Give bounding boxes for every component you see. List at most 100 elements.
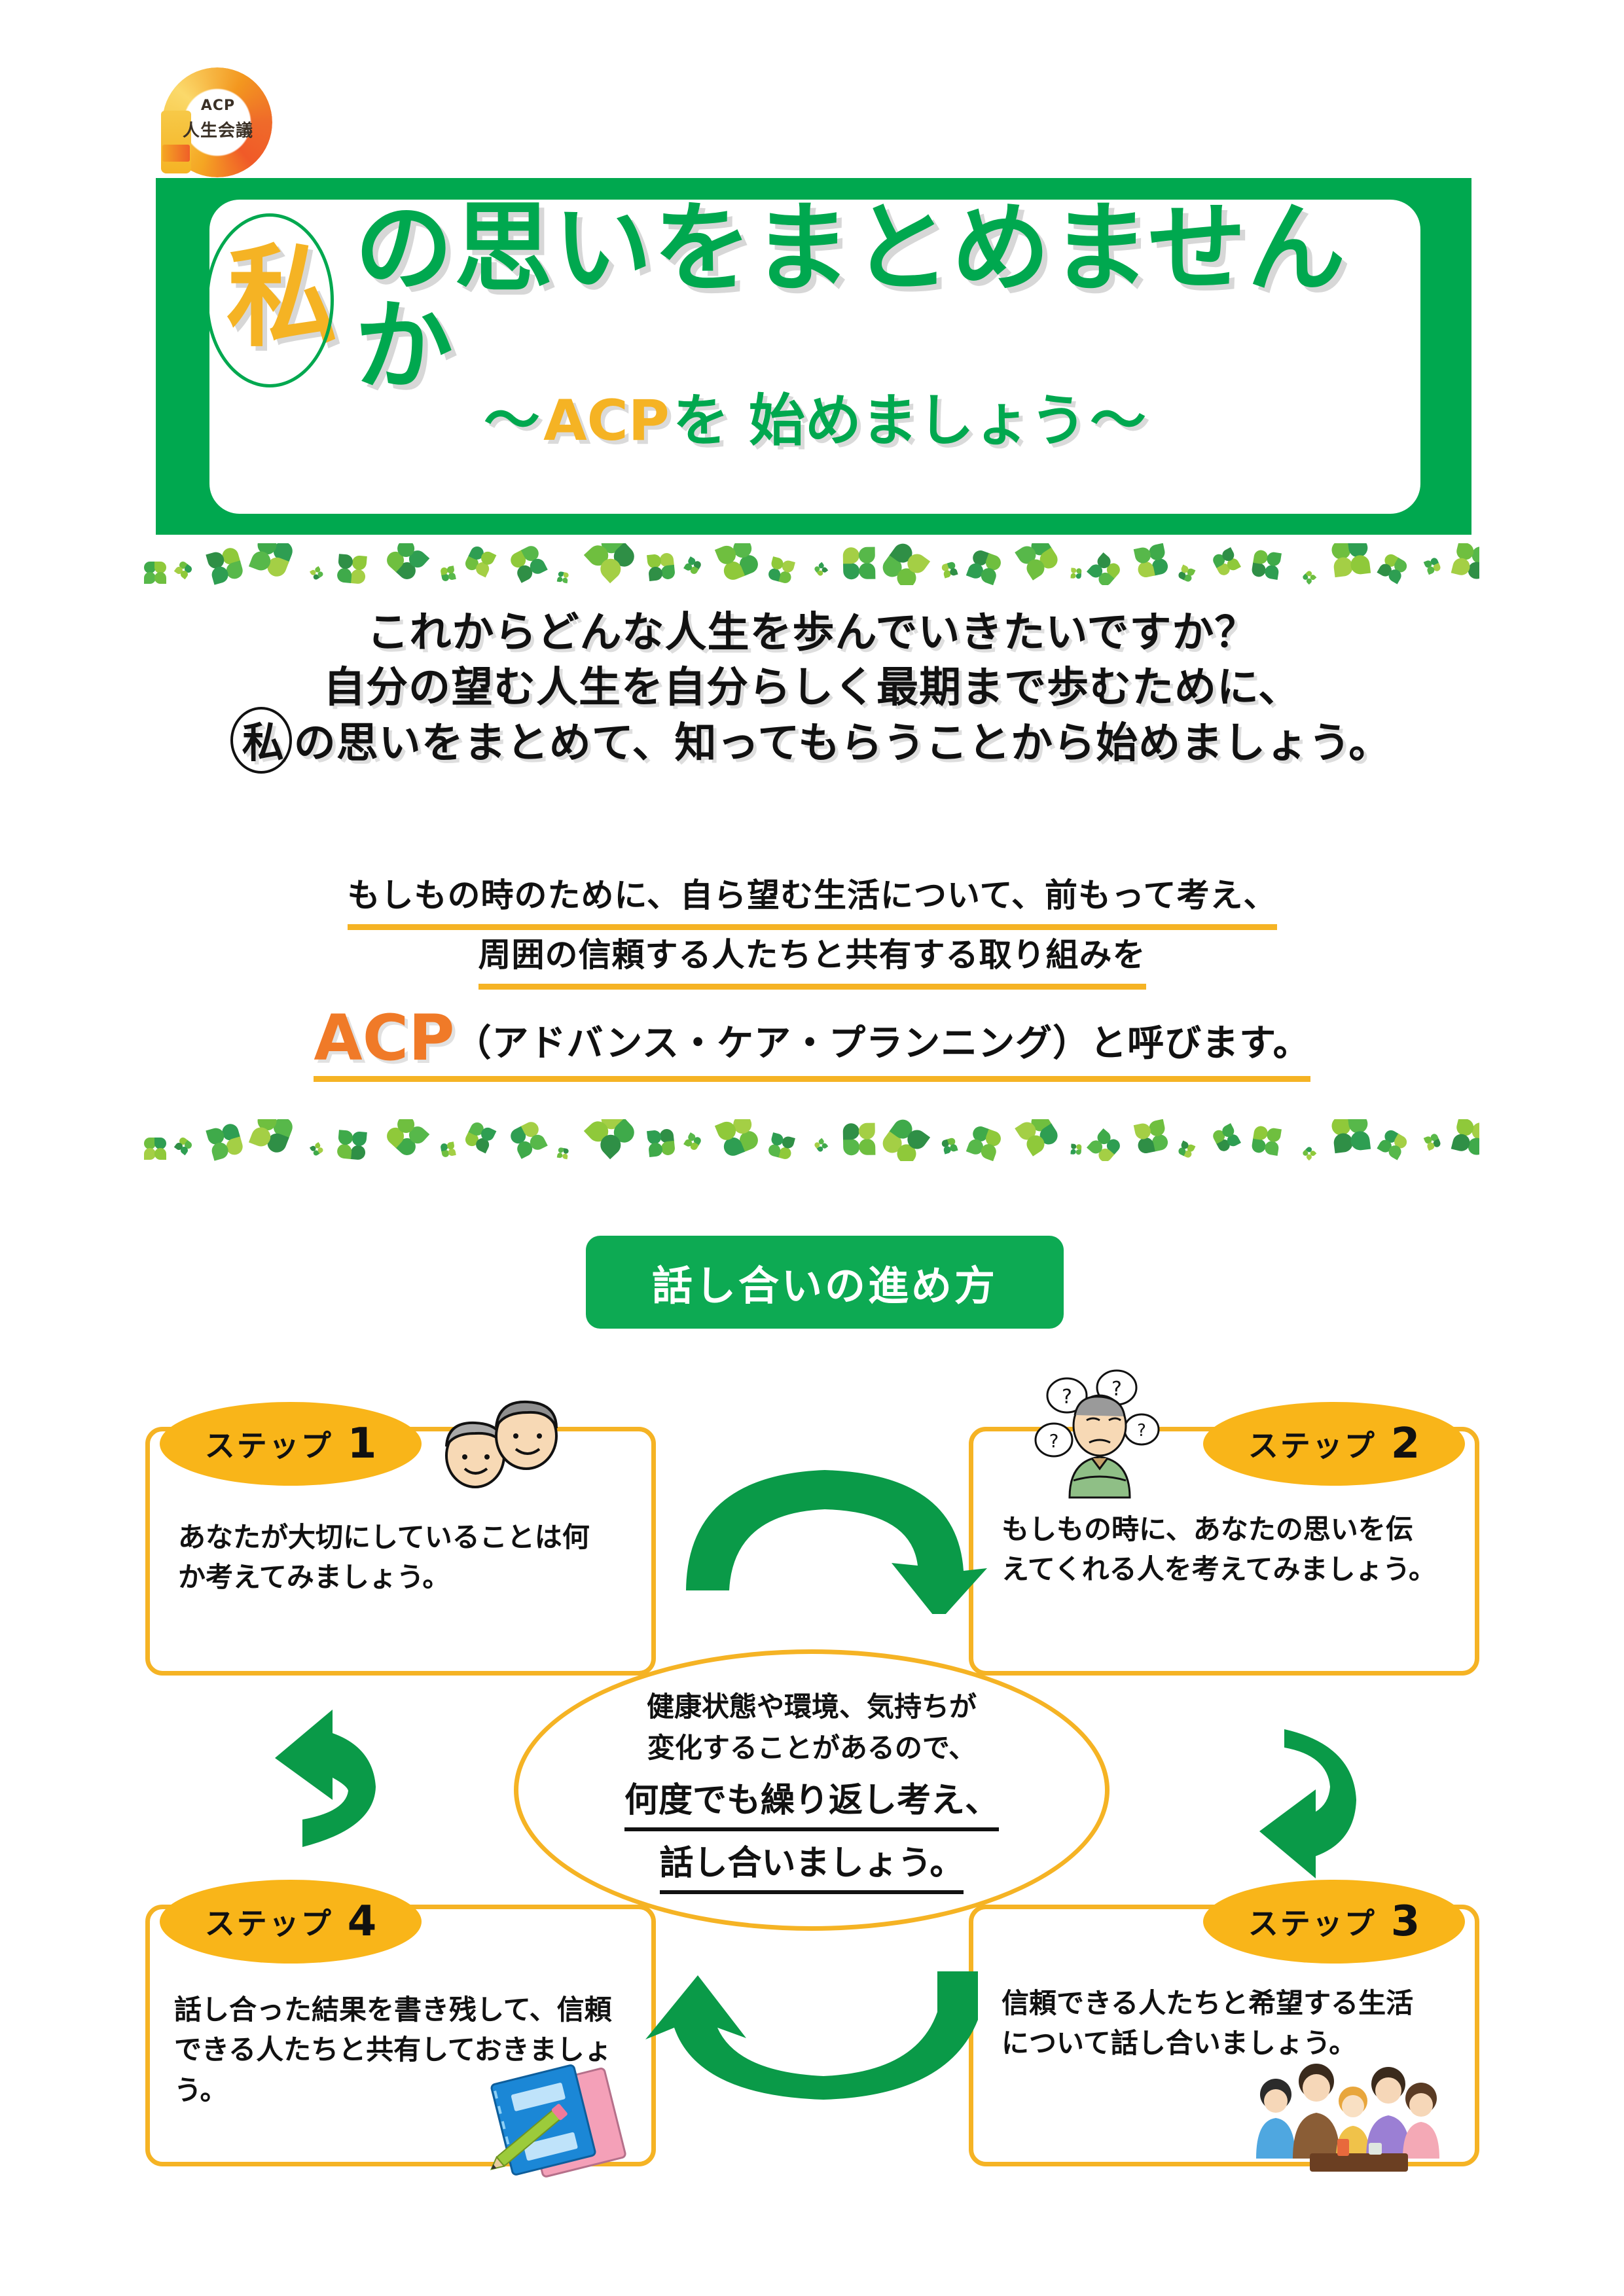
step-badge-4-label: ステップ xyxy=(204,1906,333,1941)
intro-paragraph: これからどんな人生を歩んでいきたいですか？ 自分の望む人生を自分らしく最期まで歩… xyxy=(0,605,1624,774)
clover-icon xyxy=(463,544,497,578)
clover-icon xyxy=(1301,569,1317,585)
intro-line-3-rest: の思いをまとめて、知ってもらうことから始めましょう。 xyxy=(293,719,1392,768)
title-circled-watashi: 私 xyxy=(205,213,355,387)
clover-icon xyxy=(463,1120,497,1154)
clover-icon xyxy=(1070,567,1082,579)
clover-icon xyxy=(206,546,245,585)
clover-icon xyxy=(1423,556,1442,575)
acp-def-line-1-wrap: もしもの時のために、自ら望む生活について、前もって考え、 xyxy=(0,870,1624,930)
step-text-3: 信頼できる人たちと希望する生活について話し合いましょう。 xyxy=(1001,1987,1414,2060)
clover-icon xyxy=(309,565,325,581)
svg-text:?: ? xyxy=(1137,1421,1146,1441)
clover-icon xyxy=(1330,543,1371,578)
subtitle-prefix: ～ xyxy=(484,388,541,454)
clover-icon xyxy=(1086,1128,1123,1161)
acp-def-line-2-wrap: 周囲の信頼する人たちと共有する取り組みを xyxy=(0,930,1624,990)
clover-icon xyxy=(144,562,166,584)
arrow-step3-to-step4 xyxy=(645,1971,978,2100)
clover-icon xyxy=(583,1119,639,1160)
clover-icon xyxy=(1133,543,1170,579)
clover-icon xyxy=(965,1124,1003,1161)
step-text-4: 話し合った結果を書き残して、信頼できる人たちと共有しておきましょう。 xyxy=(174,1994,612,2106)
step-badge-4: ステップ 4 xyxy=(160,1880,422,1964)
clover-icon xyxy=(647,552,676,581)
step-badge-3-number: 3 xyxy=(1390,1897,1420,1946)
clover-icon xyxy=(714,1119,761,1159)
logo-acp-text: ACP xyxy=(200,98,236,114)
logo-tail-icon xyxy=(161,111,191,173)
clover-icon xyxy=(813,562,829,577)
elderly-couple-faces-icon xyxy=(445,1400,558,1488)
clover-divider-bottom xyxy=(144,1119,1479,1161)
clover-icon xyxy=(440,1141,456,1158)
clover-icon xyxy=(556,571,569,584)
intro-line-1: これからどんな人生を歩んでいきたいですか？ xyxy=(367,609,1257,657)
acp-def-line-2: 周囲の信頼する人たちと共有する取り組みを xyxy=(478,930,1146,990)
step-badge-2: ステップ 2 xyxy=(1203,1402,1465,1486)
step-badge-1-label: ステップ xyxy=(204,1428,333,1463)
clover-icon xyxy=(1451,1119,1479,1157)
acp-label: ACP xyxy=(314,1001,455,1075)
title-rest: の思いをまとめませんか xyxy=(355,192,1347,404)
family-meeting-icon xyxy=(1256,2064,1439,2172)
clover-icon xyxy=(878,543,931,585)
header-white-card xyxy=(209,200,1420,514)
subtitle-acp: ACP xyxy=(543,388,670,454)
acp-label-underline: ACP（アドバンス・ケア・プランニング）と呼びます。 xyxy=(314,1007,1310,1082)
step-badge-1-number: 1 xyxy=(347,1420,377,1468)
clover-icon xyxy=(206,1122,245,1161)
clover-icon xyxy=(336,1130,367,1160)
section-heading-discussion-steps: 話し合いの進め方 xyxy=(586,1236,1064,1329)
clover-icon xyxy=(1211,1123,1241,1153)
center-emph-line-1: 何度でも繰り返し考え、 xyxy=(624,1775,999,1831)
clover-icon xyxy=(1251,1125,1282,1156)
page-subtitle: ～ ACP を 始めましょう ～ xyxy=(209,393,1420,449)
clover-icon xyxy=(173,560,194,580)
clover-icon xyxy=(1177,564,1196,583)
logo-jinsei-kaigi-text: 人生会議 xyxy=(182,121,253,141)
clover-icon xyxy=(842,1122,876,1156)
step-badge-2-label: ステップ xyxy=(1248,1428,1377,1463)
clover-icon xyxy=(842,547,876,580)
clover-icon xyxy=(647,1128,676,1157)
clover-icon xyxy=(683,1132,702,1151)
acp-expansion: （アドバンス・ケア・プランニング）と呼びます。 xyxy=(454,1022,1310,1065)
center-note-line-2: 変化することがあるので、 xyxy=(647,1732,977,1764)
clover-icon xyxy=(336,554,367,584)
arrow-step1-to-step2 xyxy=(686,1470,987,1614)
clover-icon xyxy=(1423,1132,1442,1151)
subtitle-suffix: ～ xyxy=(1089,388,1146,454)
clover-icon xyxy=(440,565,456,582)
svg-text:?: ? xyxy=(1062,1386,1072,1408)
clover-icon xyxy=(878,1119,931,1161)
step-badge-1: ステップ 1 xyxy=(160,1402,422,1486)
thinking-man-question-marks-icon: ? ? ? ? xyxy=(1034,1369,1160,1499)
cycle-center-note: 健康状態や環境、気持ちが 変化することがあるので、 何度でも繰り返し考え、 話し… xyxy=(514,1649,1110,1931)
clover-icon xyxy=(309,1141,325,1157)
clover-icon xyxy=(941,1137,958,1155)
notebook-pencil-icon xyxy=(490,2064,626,2178)
arrow-step4-to-step1 xyxy=(275,1710,376,1886)
step-badge-3-label: ステップ xyxy=(1248,1906,1377,1941)
section-heading-label: 話し合いの進め方 xyxy=(651,1262,998,1310)
clover-icon xyxy=(508,1119,548,1159)
clover-icon xyxy=(1377,1128,1409,1160)
clover-icon xyxy=(1251,549,1282,580)
clover-divider-top xyxy=(144,543,1479,585)
step-badge-3: ステップ 3 xyxy=(1203,1880,1465,1964)
clover-icon xyxy=(1133,1119,1170,1155)
center-note-line-1: 健康状態や環境、気持ちが xyxy=(646,1691,977,1723)
clover-icon xyxy=(1015,543,1061,581)
clover-icon xyxy=(556,1147,569,1160)
center-emph-line-2: 話し合いましょう。 xyxy=(659,1838,964,1894)
acp-jinsei-kaigi-logo: ACP 人生会議 xyxy=(156,62,280,187)
subtitle-mid: を 始めましょう xyxy=(672,388,1087,454)
clover-icon xyxy=(683,556,702,575)
clover-icon xyxy=(1015,1119,1061,1157)
page-title: 私 の思いをまとめませんか xyxy=(205,200,1420,396)
acp-definition-block: もしもの時のために、自ら望む生活について、前もって考え、 周囲の信頼する人たちと… xyxy=(0,870,1624,1082)
clover-icon xyxy=(1451,543,1479,581)
clover-icon xyxy=(508,543,548,583)
acp-def-line-1: もしもの時のために、自ら望む生活について、前もって考え、 xyxy=(347,870,1277,930)
